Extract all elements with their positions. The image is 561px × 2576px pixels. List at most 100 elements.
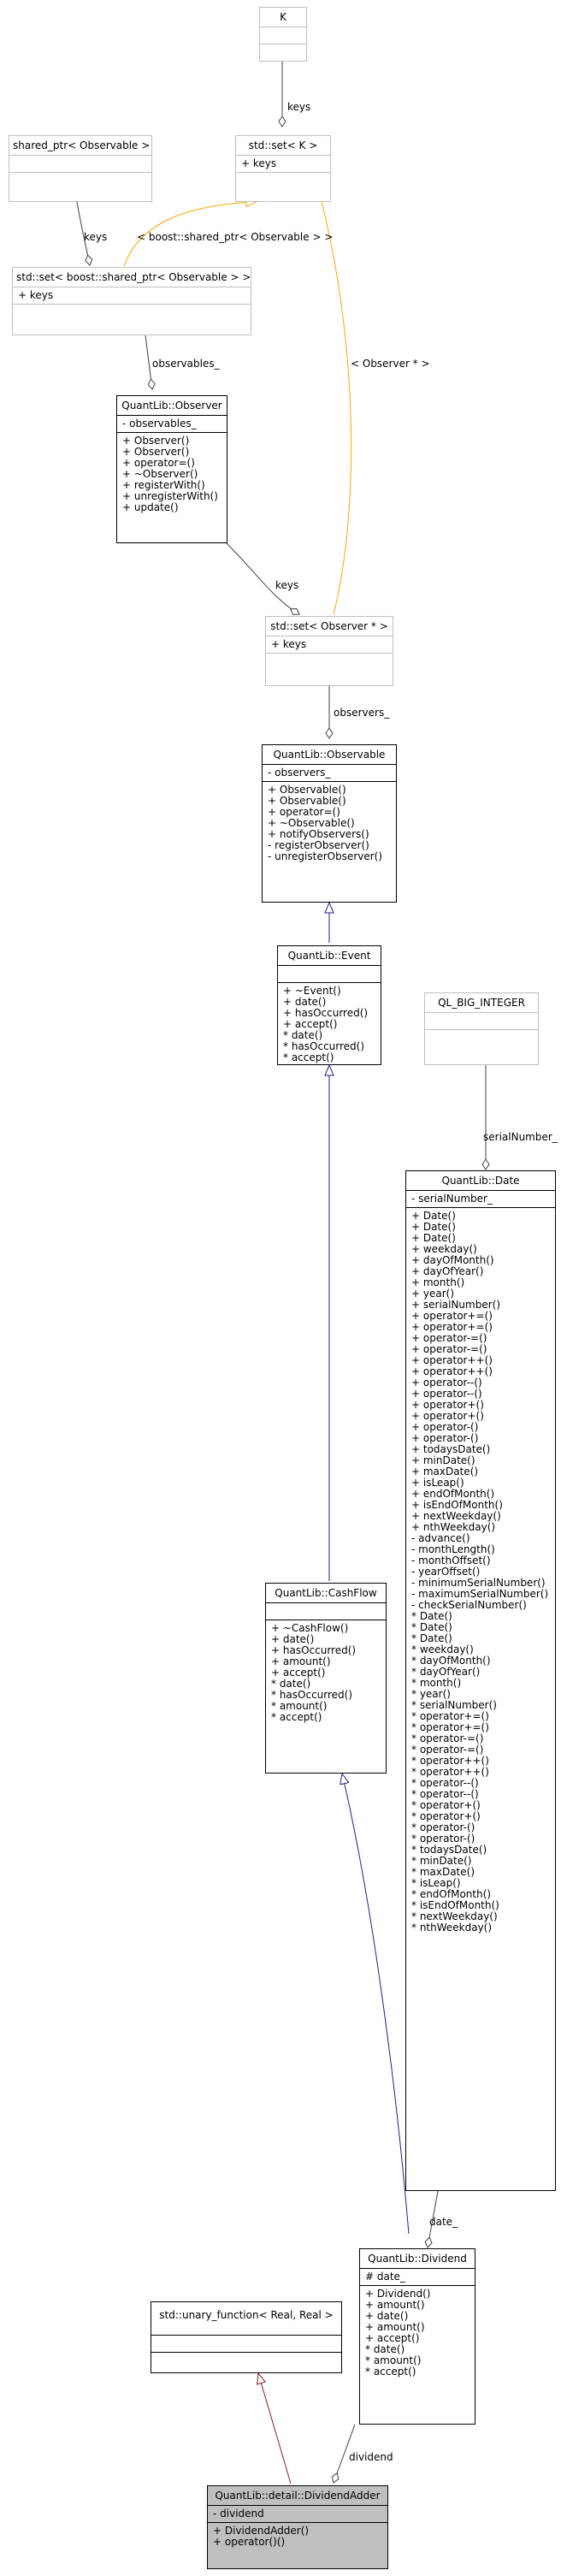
methods-section: + Observable()+ Observable()+ operator=(… (263, 781, 396, 865)
methods-section (260, 44, 306, 61)
attributes-section: - dividend (208, 2505, 387, 2522)
edge-label-shared-ptr-template: < boost::shared_ptr< Observable > > (137, 231, 334, 243)
method-line: * operator++() (411, 1755, 489, 1767)
method-line: + accept() (271, 1667, 326, 1679)
class-dividend-adder[interactable]: QuantLib::detail::DividendAdder - divide… (207, 2485, 388, 2569)
method-line: - maximumSerialNumber() (411, 1588, 549, 1600)
method-line: * nthWeekday() (411, 1922, 493, 1933)
method-line: * year() (411, 1688, 451, 1700)
method-line: + date() (271, 1633, 315, 1645)
class-set-shared-ptr[interactable]: std::set< boost::shared_ptr< Observable … (12, 267, 251, 335)
method-line: + hasOccurred() (283, 1007, 369, 1019)
method-line: * weekday() (411, 1643, 474, 1655)
method-line: + isEndOfMonth() (411, 1499, 503, 1511)
method-line: + ~Event() (283, 985, 341, 997)
method-line: * serialNumber() (411, 1699, 497, 1711)
method-line: + accept() (365, 2332, 420, 2344)
method-line: + Dividend() (365, 2288, 431, 2300)
member-line: + keys (271, 638, 307, 650)
member-line: - dividend (213, 2508, 264, 2520)
attributes-section: + keys (13, 287, 251, 304)
method-line: + operator-() (411, 1421, 479, 1433)
method-line: * date() (365, 2343, 405, 2355)
methods-section: + Date()+ Date()+ Date()+ weekday()+ day… (406, 1207, 555, 1936)
method-line: * operator--() (411, 1788, 479, 1800)
methods-section: + Observer()+ Observer()+ operator=()+ ~… (117, 432, 227, 516)
member-line: - observers_ (268, 767, 331, 779)
edge-keys-observer (226, 542, 300, 615)
method-line: * isEndOfMonth() (411, 1899, 499, 1911)
method-line: + operator-() (411, 1432, 479, 1444)
method-line: + operator+=() (411, 1321, 493, 1333)
class-shared-ptr-observable[interactable]: shared_ptr< Observable > (9, 135, 152, 202)
method-line: + minDate() (411, 1454, 475, 1466)
method-line: + amount() (365, 2321, 425, 2333)
method-line: + hasOccurred() (271, 1644, 357, 1656)
class-ql-big-integer[interactable]: QL_BIG_INTEGER (424, 992, 539, 1065)
method-line: * amount() (365, 2354, 422, 2366)
method-line: * dayOfMonth() (411, 1655, 491, 1667)
edge-label-observer-template: < Observer * > (351, 358, 430, 370)
class-observer[interactable]: QuantLib::Observer - observables_ + Obse… (116, 395, 227, 543)
class-date[interactable]: QuantLib::Date - serialNumber_ + Date()+… (405, 1170, 556, 2191)
class-cashflow[interactable]: QuantLib::CashFlow + ~CashFlow()+ date()… (265, 1583, 387, 1774)
edge-adder-inherits-unary (258, 2373, 292, 2484)
class-event[interactable]: QuantLib::Event + ~Event()+ date()+ hasO… (277, 945, 381, 1065)
class-set-observer-ptr[interactable]: std::set< Observer * > + keys (265, 616, 393, 686)
methods-section: + DividendAdder()+ operator()() (208, 2522, 387, 2550)
method-line: + unregisterWith() (122, 490, 218, 502)
class-observable[interactable]: QuantLib::Observable - observers_ + Obse… (262, 744, 397, 903)
method-line: * operator+=() (411, 1721, 489, 1733)
class-title: std::unary_function< Real, Real > (159, 2309, 334, 2321)
method-line: * operator+() (411, 1810, 481, 1822)
method-line: + operator--() (411, 1377, 482, 1389)
method-line: - yearOffset() (411, 1566, 481, 1578)
edge-label-keys-observer: keys (275, 579, 299, 591)
method-line: + month() (411, 1276, 465, 1288)
method-line: * operator--() (411, 1777, 479, 1789)
class-title: QuantLib::Observer (121, 400, 222, 412)
method-line: + endOfMonth() (411, 1488, 495, 1500)
member-line: + keys (18, 289, 54, 301)
method-line: - minimumSerialNumber() (411, 1577, 546, 1589)
method-line: + operator=() (122, 457, 195, 469)
method-line: * operator-() (411, 1821, 475, 1833)
class-dividend[interactable]: QuantLib::Dividend # date_ + Dividend()+… (359, 2248, 475, 2425)
method-line: + operator+=() (411, 1310, 493, 1322)
methods-section (151, 2352, 341, 2369)
method-line: + Observable() (268, 784, 346, 796)
class-title: shared_ptr< Observable > (13, 139, 151, 151)
method-line: * accept() (365, 2366, 416, 2378)
method-line: + nthWeekday() (411, 1521, 496, 1533)
edge-label-keys-shared-ptr: keys (84, 231, 108, 243)
method-line: * maxDate() (411, 1866, 475, 1878)
class-set-k[interactable]: std::set< K > + keys (235, 135, 331, 202)
method-line: - advance() (411, 1532, 470, 1544)
methods-section (425, 1029, 538, 1046)
method-line: * accept() (271, 1711, 322, 1723)
method-line: + operator++() (411, 1365, 493, 1377)
method-line: + operator=() (268, 806, 340, 818)
method-line: + operator-=() (411, 1343, 487, 1355)
method-line: * operator+=() (411, 1710, 489, 1722)
attributes-section: + keys (266, 636, 393, 653)
method-line: + update() (122, 501, 179, 513)
method-line: - unregisterObserver() (268, 850, 383, 862)
method-line: + date() (283, 996, 327, 1008)
class-k[interactable]: K (259, 7, 307, 62)
method-line: * date() (271, 1678, 311, 1690)
class-title: QuantLib::Observable (273, 749, 386, 761)
method-line: + todaysDate() (411, 1443, 491, 1455)
class-unary-function[interactable]: std::unary_function< Real, Real > (151, 2301, 342, 2373)
method-line: * Date() (411, 1632, 452, 1644)
edge-label-date: date_ (429, 2216, 458, 2228)
method-line: + operator-=() (411, 1332, 487, 1344)
edge-label-serial-number: serialNumber_ (483, 1131, 558, 1143)
edge-dividend (331, 2424, 356, 2484)
method-line: + maxDate() (411, 1466, 479, 1477)
attributes-section (278, 965, 381, 982)
class-title: QuantLib::CashFlow (275, 1587, 377, 1599)
methods-section (13, 304, 251, 321)
method-line: + amount() (365, 2299, 425, 2311)
method-line: * hasOccurred() (271, 1689, 353, 1701)
